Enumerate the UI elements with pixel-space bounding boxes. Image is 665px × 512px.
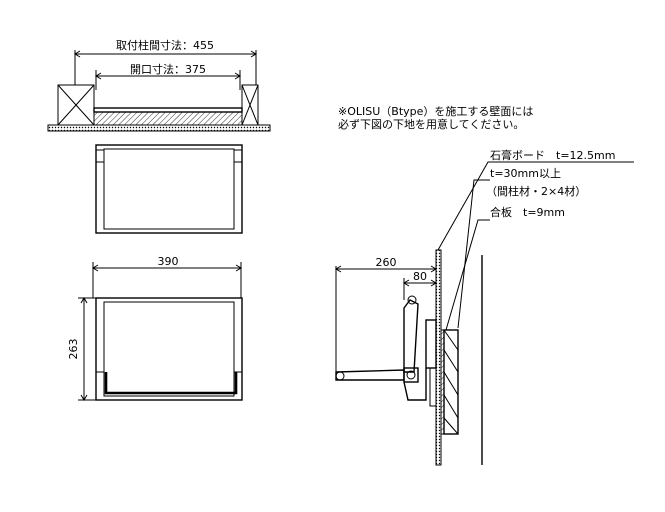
top-view: 取付柱間寸法：455 開口寸法：375	[47, 38, 271, 132]
dimension-width: 390	[92, 255, 242, 298]
label-gypsum-board: 石膏ボード t=12.5mm	[490, 148, 615, 162]
gypsum-board	[435, 249, 442, 466]
front-view-upper	[95, 144, 243, 234]
dimension-label-455: 取付柱間寸法：455	[116, 38, 214, 52]
front-view-lower: 390 263	[67, 255, 243, 401]
dimension-opening: 開口寸法：375	[95, 62, 241, 90]
horizontal-arm	[335, 369, 405, 381]
backing-block	[443, 329, 459, 435]
dimension-label-263: 263	[67, 339, 80, 360]
dimension-label-390: 390	[158, 255, 179, 268]
dimension-height: 263	[67, 297, 96, 401]
note-line-1: ※OLISU（Btype）を施工する壁面には	[338, 104, 533, 118]
note-line-2: 必ず下図の下地を用意してください。	[338, 117, 524, 131]
plywood	[440, 329, 445, 435]
label-backing-thickness: t=30mm以上	[490, 167, 561, 180]
installation-note: ※OLISU（Btype）を施工する壁面には 必ず下図の下地を用意してください。	[338, 104, 533, 131]
left-pillar	[57, 84, 95, 126]
side-view: 石膏ボード t=12.5mm t=30mm以上 （間柱材・2×4材） 合板 t=…	[335, 148, 634, 466]
right-pillar	[241, 84, 259, 126]
unit-top	[93, 107, 243, 113]
label-plywood: 合板 t=9mm	[490, 205, 565, 219]
dimension-pillar-spacing: 取付柱間寸法：455	[74, 38, 257, 85]
dimension-label-260: 260	[376, 256, 397, 269]
raised-arm	[403, 299, 419, 373]
label-stud-material: （間柱材・2×4材）	[486, 184, 586, 198]
wall-bracket	[425, 319, 437, 369]
dimension-label-375: 開口寸法：375	[130, 62, 206, 76]
wall-strip	[47, 124, 271, 132]
dimension-label-80: 80	[413, 270, 427, 283]
unit-hatched-panel	[93, 111, 243, 126]
